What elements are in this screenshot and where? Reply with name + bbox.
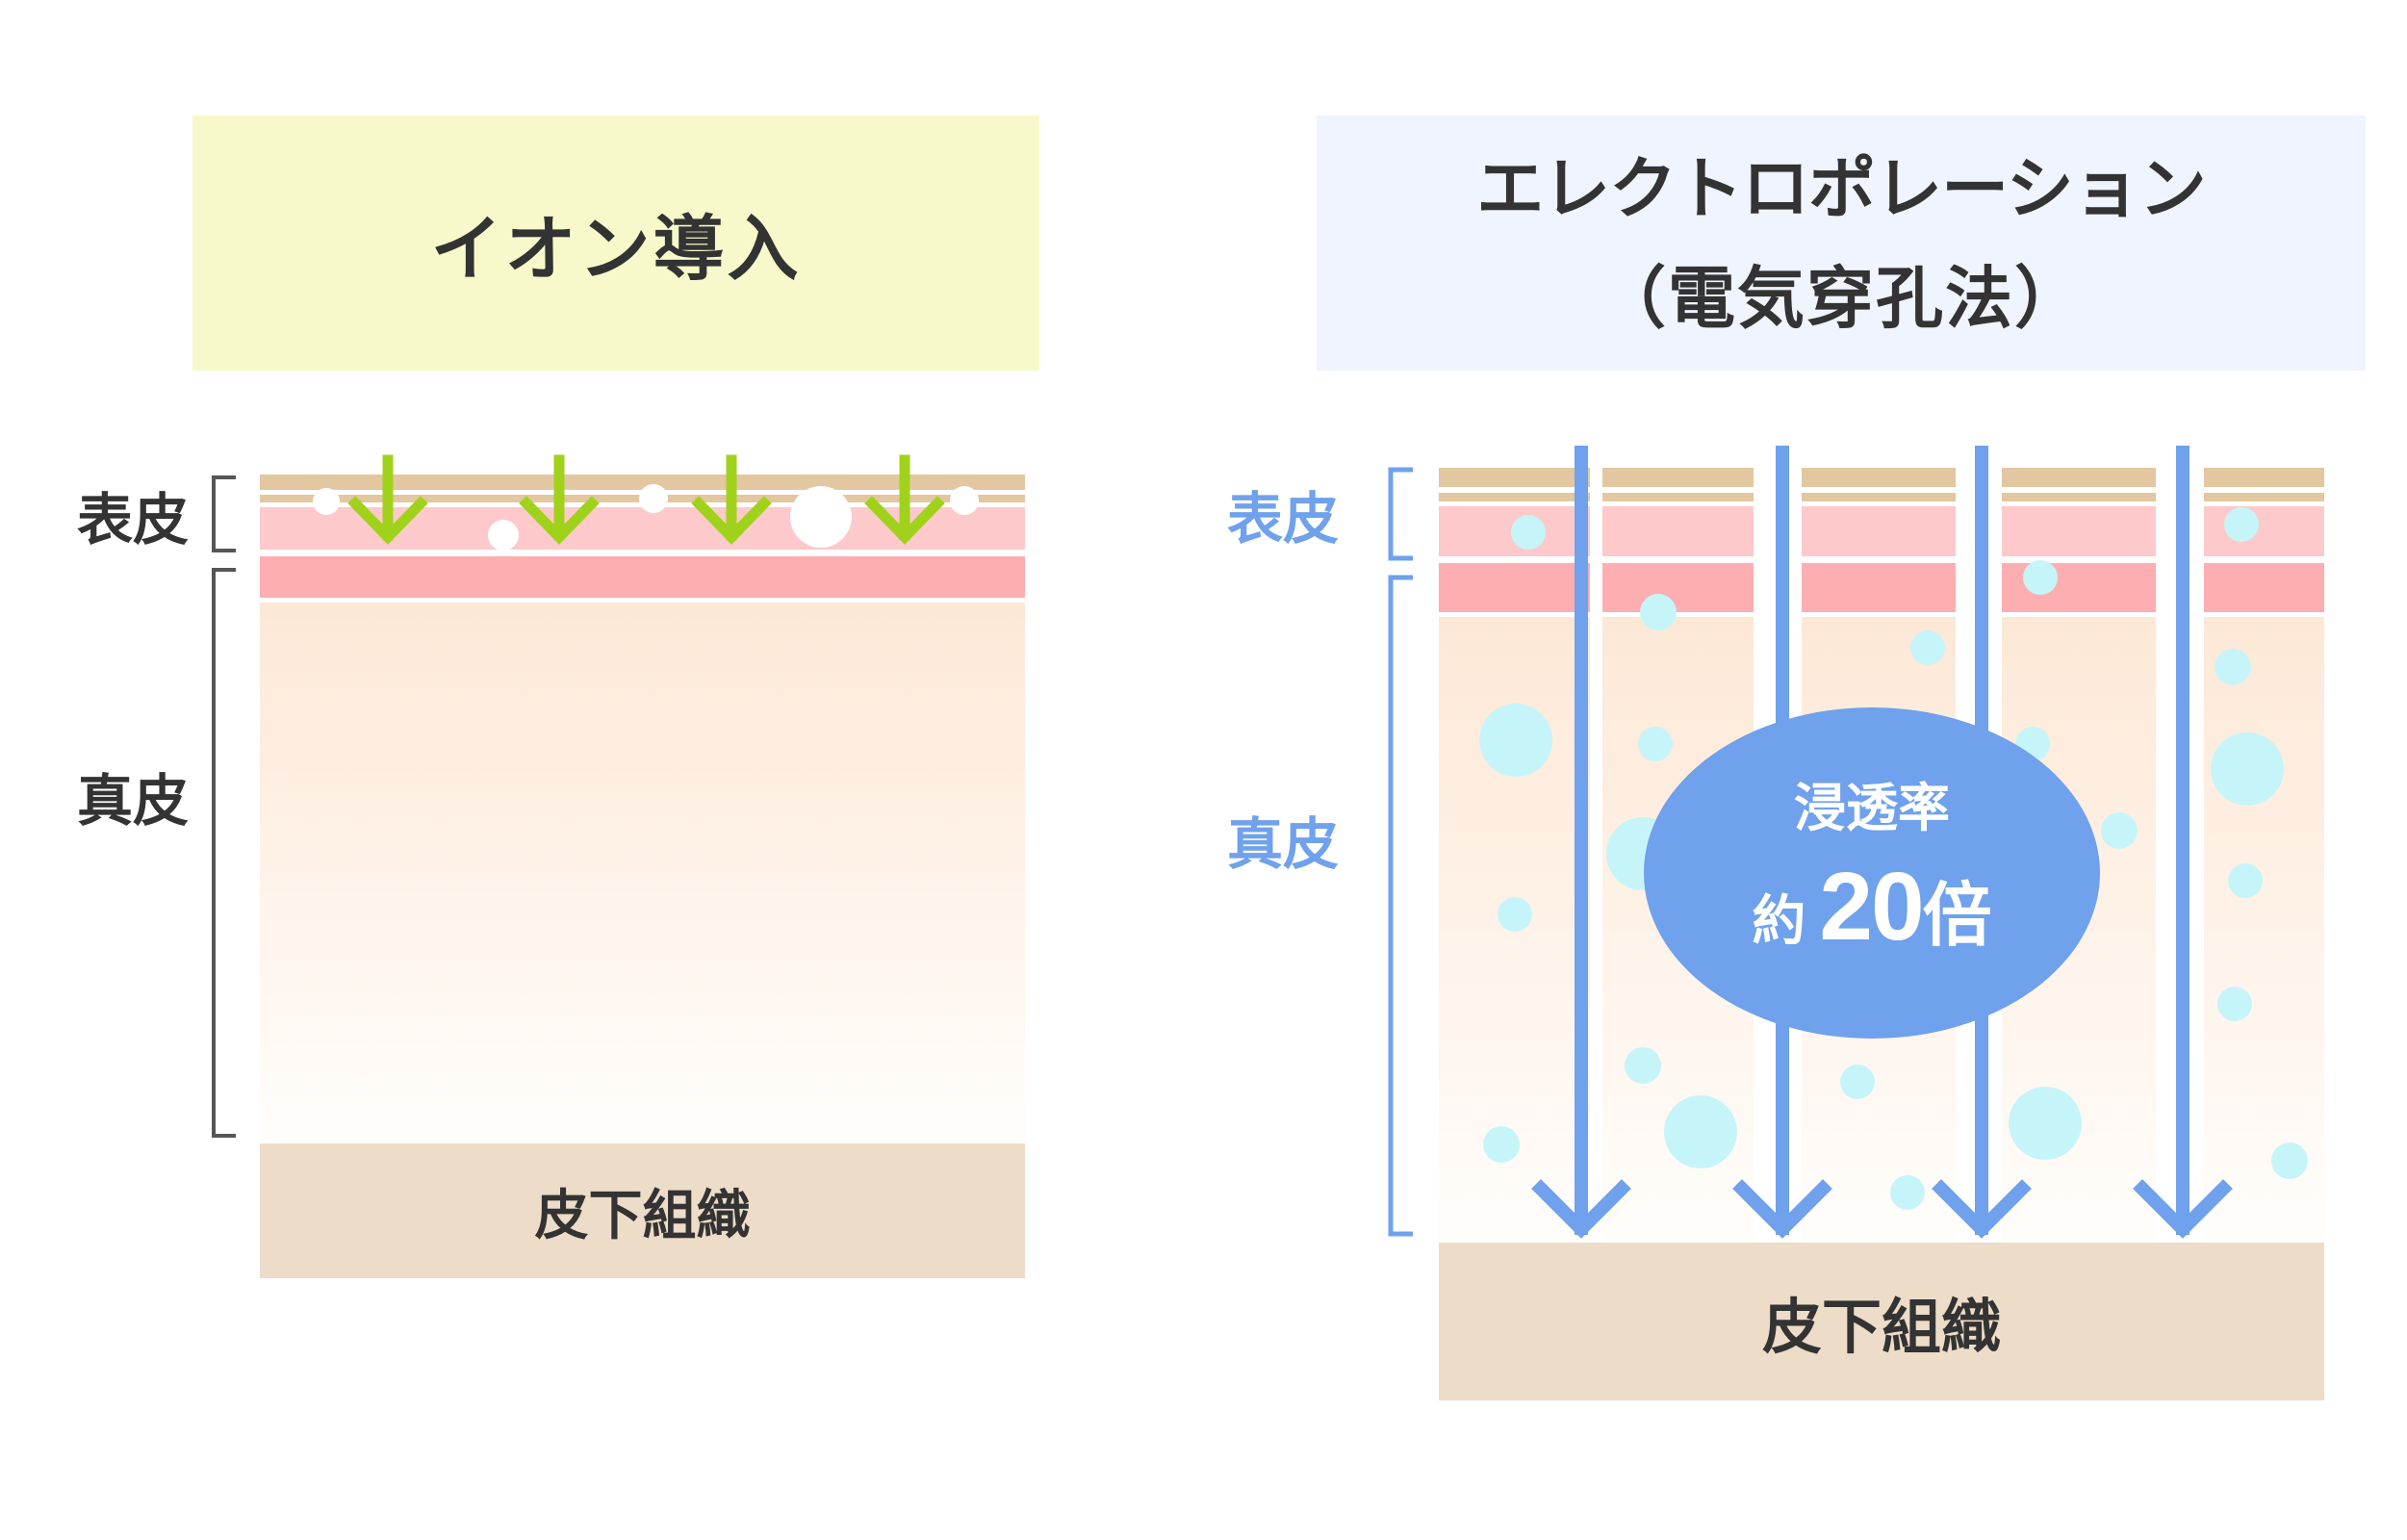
right-dermis-bracket bbox=[1388, 575, 1413, 1237]
green-arrow-icon bbox=[864, 454, 945, 545]
electroporation-title: エレクトロポレーション （電気穿孔法） bbox=[1317, 116, 2366, 371]
droplet bbox=[1625, 1047, 1661, 1084]
droplet bbox=[2009, 1087, 2082, 1160]
blue-arrow-icon bbox=[2133, 446, 2233, 1239]
droplet bbox=[1483, 1126, 1520, 1163]
droplet bbox=[2215, 649, 2251, 685]
left-dermis-label: 真皮 bbox=[77, 768, 190, 834]
green-arrow-icon bbox=[347, 454, 428, 545]
droplet bbox=[2224, 507, 2259, 542]
green-arrow-icon bbox=[519, 454, 600, 545]
left-epidermis-label: 表皮 bbox=[77, 487, 190, 552]
droplet bbox=[1664, 1095, 1737, 1168]
skin-column bbox=[1439, 468, 1590, 1241]
right-dermis-label: 真皮 bbox=[1227, 811, 1340, 877]
left-dermis-bracket bbox=[212, 568, 236, 1138]
badge-number: 20 bbox=[1819, 853, 1924, 961]
droplet bbox=[1640, 594, 1677, 630]
particle-dot bbox=[488, 520, 519, 551]
electroporation-title-line1: エレクトロポレーション bbox=[1476, 148, 2207, 228]
badge-line1: 浸透率 bbox=[1679, 765, 2064, 838]
droplet bbox=[1498, 897, 1532, 932]
left-dermis-layer bbox=[260, 603, 1025, 1138]
droplet bbox=[2271, 1142, 2308, 1179]
right-epidermis-bracket bbox=[1388, 467, 1413, 561]
droplet bbox=[2211, 732, 2284, 806]
droplet bbox=[2217, 987, 2252, 1021]
droplet bbox=[1511, 515, 1546, 550]
right-skin-section bbox=[1388, 446, 2324, 1400]
left-subcutaneous-layer bbox=[260, 1143, 1025, 1278]
droplet bbox=[2228, 863, 2263, 898]
particle-dot bbox=[950, 486, 979, 515]
badge-prefix: 約 bbox=[1752, 890, 1806, 953]
left-stratum-corneum bbox=[260, 475, 1025, 490]
skin-column bbox=[2204, 468, 2324, 1241]
electroporation-title-line2: （電気穿孔法） bbox=[1599, 258, 2084, 338]
left-basal-layer bbox=[260, 556, 1025, 598]
ion-introduction-title: イオン導入 bbox=[192, 116, 1039, 371]
penetration-rate-text: 浸透率 bbox=[1794, 778, 1950, 838]
droplet bbox=[2101, 812, 2138, 849]
penetration-badge bbox=[1644, 707, 2100, 1039]
blue-arrow-icon bbox=[1531, 446, 1631, 1239]
left-skin-section bbox=[212, 454, 1025, 1278]
droplet bbox=[2023, 560, 2058, 595]
badge-line2: 約 20 倍 bbox=[1679, 852, 2064, 961]
particle-dot bbox=[639, 484, 668, 513]
particle-dot bbox=[790, 486, 852, 548]
droplet bbox=[1479, 704, 1552, 777]
droplet bbox=[1890, 1175, 1925, 1210]
right-epidermis-label: 表皮 bbox=[1227, 486, 1340, 552]
badge-suffix: 倍 bbox=[1922, 875, 1992, 956]
green-arrow-icon bbox=[691, 454, 772, 545]
droplet bbox=[1638, 727, 1673, 761]
right-subcutaneous-layer bbox=[1439, 1243, 2324, 1400]
droplet bbox=[1910, 630, 1945, 665]
particle-dot bbox=[313, 488, 340, 515]
left-epidermis-bracket bbox=[212, 475, 236, 552]
droplet bbox=[1840, 1065, 1875, 1099]
ion-introduction-title-text: イオン導入 bbox=[430, 208, 802, 291]
